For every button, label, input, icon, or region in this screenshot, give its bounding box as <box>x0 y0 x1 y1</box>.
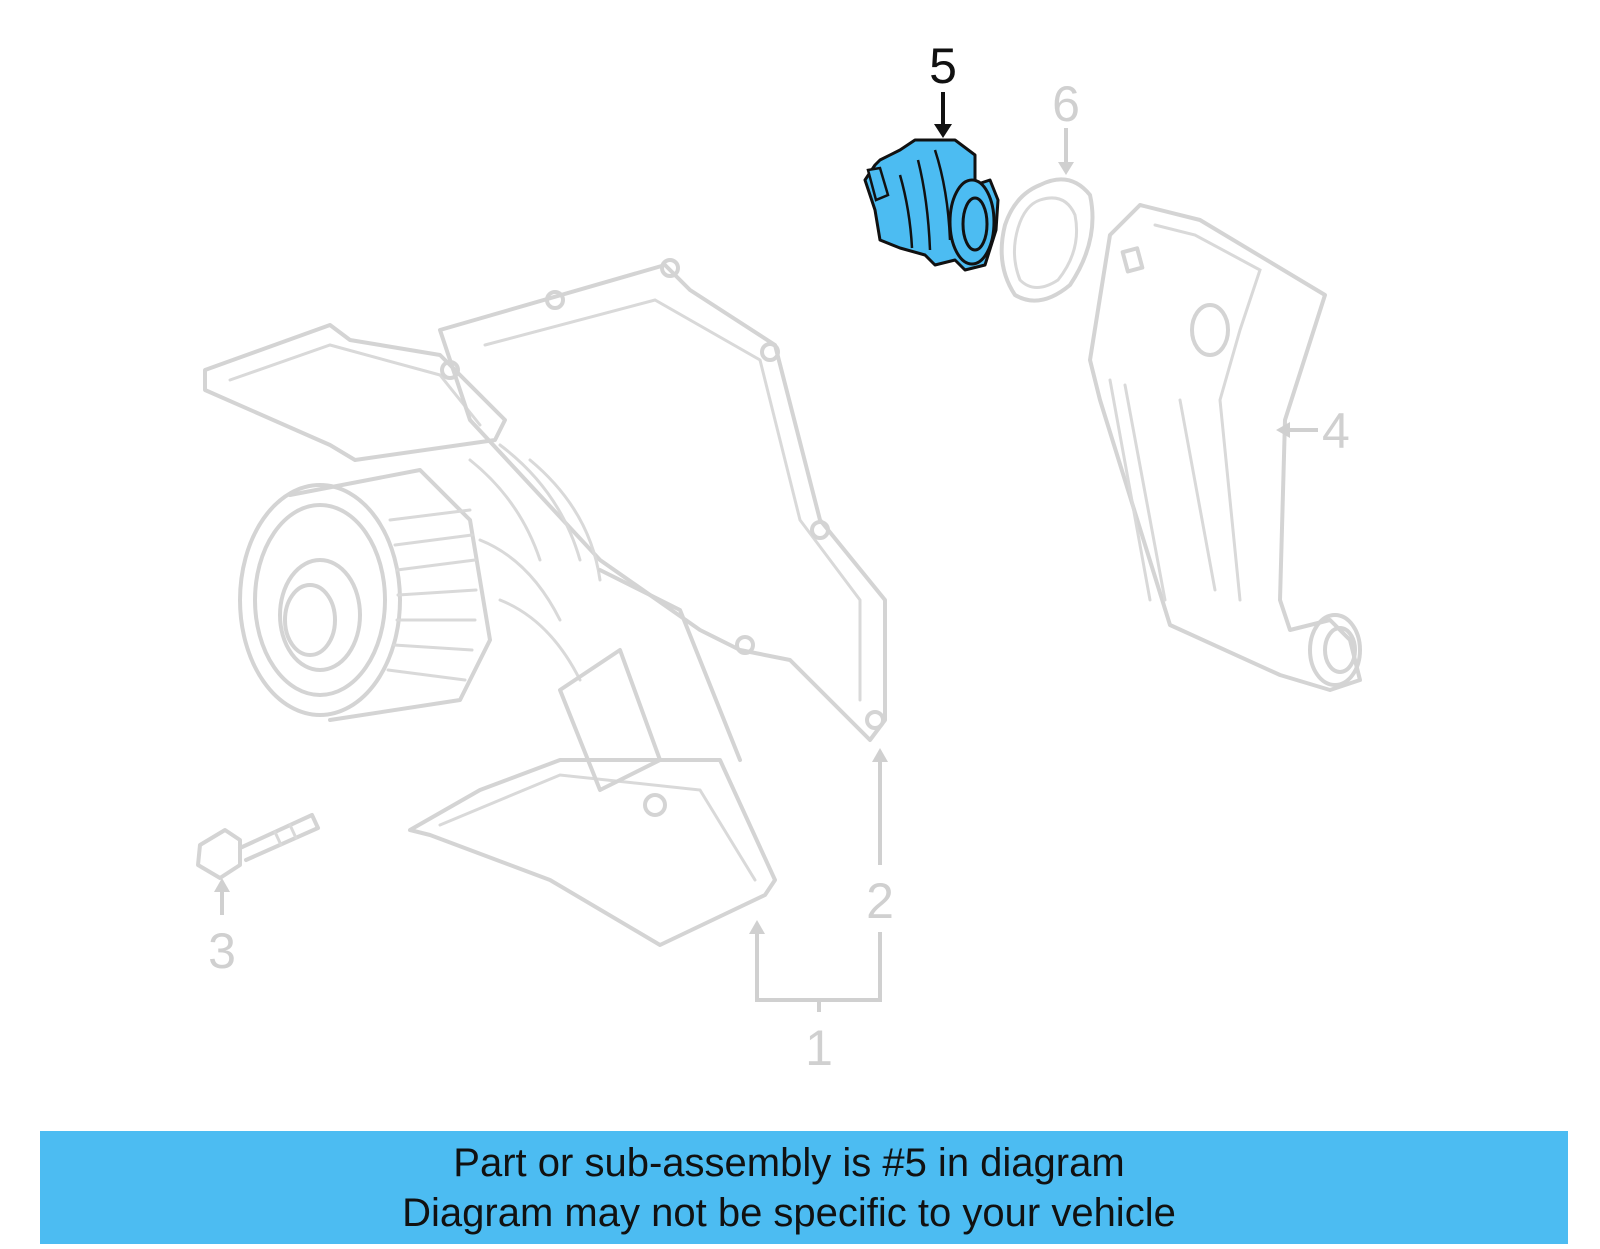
arrowhead-4 <box>1276 422 1290 438</box>
callout-5[interactable]: 5 <box>929 38 957 94</box>
leader-bracket-1 <box>755 932 882 1002</box>
gasket <box>999 177 1095 303</box>
water-pump-body <box>203 258 887 947</box>
arrowhead-6 <box>1058 162 1074 175</box>
callout-4[interactable]: 4 <box>1322 403 1350 459</box>
callout-3[interactable]: 3 <box>208 923 236 979</box>
arrowhead-5 <box>934 124 952 138</box>
coolant-pipe-housing <box>1088 203 1362 692</box>
callout-2[interactable]: 2 <box>866 873 894 929</box>
banner-line-2: Diagram may not be specific to your vehi… <box>402 1190 1176 1235</box>
callout-1[interactable]: 1 <box>805 1020 833 1076</box>
pulley-outer <box>238 483 402 717</box>
banner-line-1: Part or sub-assembly is #5 in diagram <box>453 1140 1125 1185</box>
bolt <box>196 813 320 880</box>
arrowhead-1 <box>749 920 765 934</box>
highlighted-part-5[interactable] <box>863 138 1000 272</box>
callout-6[interactable]: 6 <box>1052 76 1080 132</box>
arrowhead-3 <box>214 878 230 892</box>
info-banner: Part or sub-assembly is #5 in diagram Di… <box>40 1131 1568 1244</box>
arrowhead-2 <box>872 748 888 762</box>
